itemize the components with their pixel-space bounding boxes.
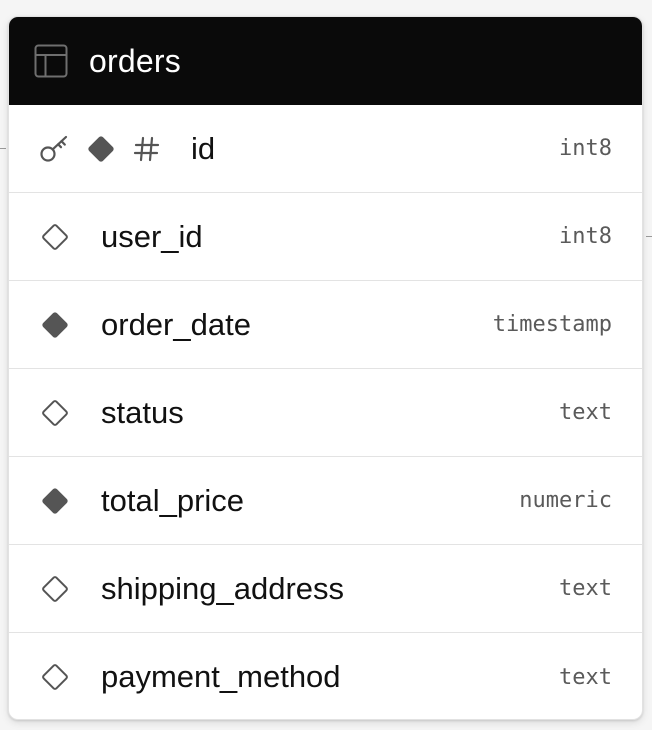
table-icon	[33, 43, 69, 79]
column-name: status	[101, 394, 184, 430]
column-row-shipping-address[interactable]: shipping_address text	[9, 545, 642, 633]
relation-edge-left	[0, 148, 6, 149]
outline-diamond-icon	[39, 221, 71, 253]
outline-diamond-icon	[39, 397, 71, 429]
filled-diamond-icon	[39, 485, 71, 517]
column-list: id int8 user_id int8 order_date timestam…	[9, 105, 642, 719]
column-type: text	[559, 400, 612, 425]
column-type: int8	[559, 136, 612, 161]
column-icons	[39, 133, 161, 165]
outline-diamond-icon	[39, 573, 71, 605]
column-type: int8	[559, 224, 612, 249]
column-row-id[interactable]: id int8	[9, 105, 642, 193]
outline-diamond-icon	[39, 661, 71, 693]
table-node-orders[interactable]: orders	[8, 16, 643, 720]
column-name: shipping_address	[101, 570, 345, 606]
column-type: text	[559, 664, 612, 690]
column-row-payment-method[interactable]: payment_method text	[9, 633, 642, 719]
column-type: numeric	[519, 488, 612, 513]
filled-diamond-icon	[39, 309, 71, 341]
column-type: text	[559, 576, 612, 601]
column-name: id	[191, 130, 216, 166]
column-name: payment_method	[101, 659, 341, 694]
column-name: order_date	[101, 306, 251, 342]
hash-icon	[133, 133, 161, 165]
column-name: user_id	[101, 218, 203, 254]
filled-diamond-icon	[85, 133, 117, 165]
column-row-status[interactable]: status text	[9, 369, 642, 457]
column-type: timestamp	[492, 312, 612, 337]
key-icon	[39, 133, 71, 165]
relation-edge-right	[646, 236, 652, 237]
column-row-user-id[interactable]: user_id int8	[9, 193, 642, 281]
column-name: total_price	[101, 482, 245, 518]
table-title: orders	[89, 42, 181, 79]
column-row-order-date[interactable]: order_date timestamp	[9, 281, 642, 369]
table-header[interactable]: orders	[9, 17, 642, 105]
column-row-total-price[interactable]: total_price numeric	[9, 457, 642, 545]
